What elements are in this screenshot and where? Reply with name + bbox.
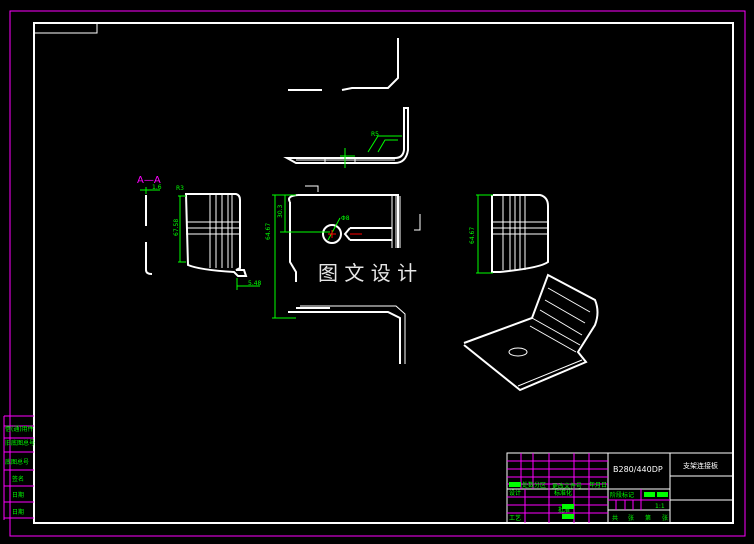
drawing-number: B280/440DP [613,465,663,474]
top-left-box [33,22,98,34]
svg-text:共: 共 [612,514,618,522]
svg-text:日期: 日期 [12,491,24,499]
svg-text:设计: 设计 [509,489,521,497]
svg-text:分区: 分区 [534,481,546,489]
svg-text:借(通)用件: 借(通)用件 [5,425,34,433]
svg-text:批准: 批准 [558,506,570,514]
svg-text:67.58: 67.58 [173,219,180,236]
svg-text:64.67: 64.67 [265,223,272,240]
svg-text:年月日: 年月日 [589,481,607,489]
svg-text:R3: R3 [176,185,184,192]
bottom-profile-view [288,305,406,364]
top-profile-view [288,38,399,91]
svg-text:日期: 日期 [12,508,24,516]
revision-header-change-doc: 更改文件号 [552,482,582,490]
part-name: 支架连接板 [683,461,718,470]
section-label: A—A [137,175,161,186]
left-view: R3 67.58 5.48 [173,185,262,290]
side-view: R5 [283,107,409,168]
label-standardization: 标准化 [554,489,572,497]
svg-text:阶段标记: 阶段标记 [610,491,634,499]
front-view: 64.67 30.3 Φ8 [265,185,421,319]
title-block: 处数 分区 更改文件号 年月日 设计 标准化 工艺 批准 阶段标记 1:1 共 … [506,452,734,524]
isometric-view [463,273,599,392]
section-a-a: A—A 1.6 [137,175,162,275]
inner-border [33,22,734,524]
svg-text:Φ8: Φ8 [341,215,350,222]
svg-text:工艺: 工艺 [509,514,521,522]
svg-text:张: 张 [628,514,634,522]
svg-text:签名: 签名 [12,475,24,483]
svg-text:第: 第 [645,514,651,522]
outer-frame [9,10,746,537]
right-view: 64.67 [469,194,549,274]
svg-text:处数: 处数 [522,481,534,489]
svg-text:64.67: 64.67 [469,227,476,244]
svg-text:底图总号: 底图总号 [5,458,29,466]
watermark: 图 文 设 计 [318,261,417,285]
svg-text:1:1: 1:1 [655,503,665,510]
side-table: 借(通)用件 旧底图总号 底图总号 签名 日期 日期 [3,415,35,520]
svg-text:张: 张 [662,514,668,522]
svg-text:旧底图总号: 旧底图总号 [5,439,35,447]
svg-text:30.3: 30.3 [277,204,284,218]
svg-text:1.6: 1.6 [152,184,162,191]
svg-text:R5: R5 [371,131,379,138]
svg-text:5.48: 5.48 [248,280,262,287]
